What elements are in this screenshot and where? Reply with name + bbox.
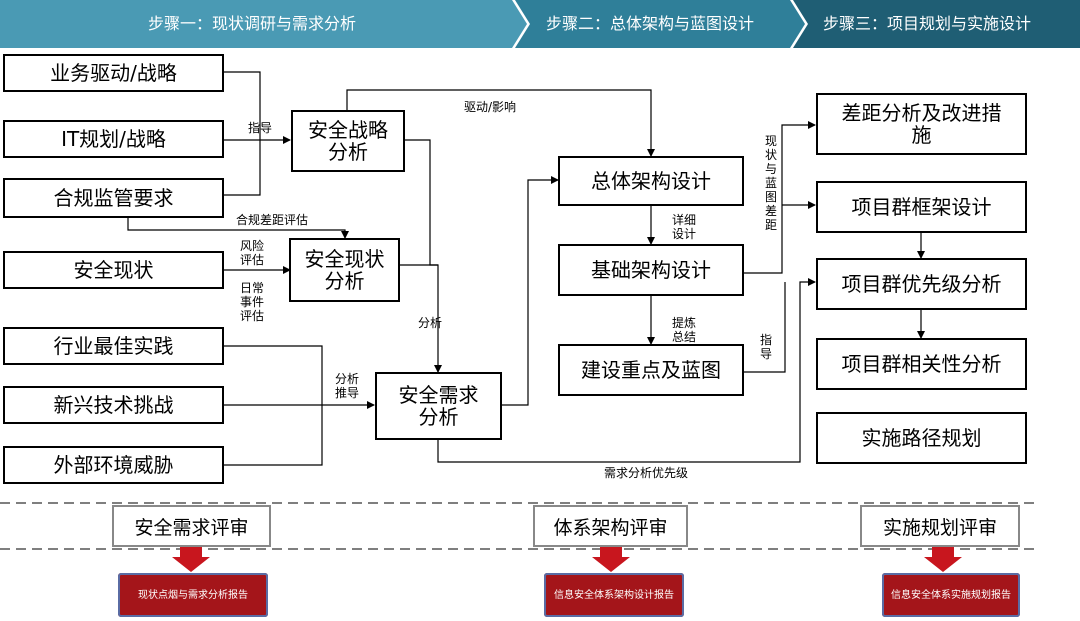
label-risk-assessment: 风险评估 [240, 239, 265, 267]
label-incident-assessment: 日常事件评估 [240, 281, 265, 323]
program-priority-box: 项目群优先级分析 [816, 258, 1027, 310]
input-security-status: 安全现状 [3, 251, 224, 289]
input-compliance: 合规监管要求 [3, 178, 224, 218]
status-analysis-box: 安全现状分析 [289, 238, 400, 302]
label-status-blueprint-gap: 现状与蓝图差距 [764, 134, 777, 232]
input-best-practice: 行业最佳实践 [3, 327, 224, 365]
label-drive: 驱动/影响 [464, 100, 517, 114]
report-architecture: 信息安全体系架构设计报告 [544, 573, 684, 617]
input-emerging-tech: 新兴技术挑战 [3, 386, 224, 424]
label-demand-priority: 需求分析优先级 [604, 466, 689, 480]
review-implementation: 实施规划评审 [860, 505, 1020, 547]
label-analysis-guide: 分析推导 [335, 372, 360, 400]
step-3-label: 步骤三：项目规划与实施设计 [823, 14, 1032, 33]
label-guide-2: 指导 [759, 333, 772, 361]
program-correlation-box: 项目群相关性分析 [816, 338, 1027, 390]
red-arrow-3 [924, 547, 962, 572]
step-3-chevron [793, 0, 1080, 48]
input-it-strategy: IT规划/战略 [3, 120, 224, 158]
gap-analysis-box: 差距分析及改进措施 [816, 93, 1027, 155]
step-2-label: 步骤二：总体架构与蓝图设计 [546, 14, 755, 33]
red-arrow-1 [172, 547, 210, 572]
implementation-path-box: 实施路径规划 [816, 412, 1027, 464]
basic-architecture-box: 基础架构设计 [558, 244, 744, 296]
label-guide: 指导 [248, 121, 273, 135]
review-architecture: 体系架构评审 [533, 505, 688, 547]
report-demand-analysis: 现状点烟与需求分析报告 [118, 573, 268, 617]
label-detail-design: 详细设计 [672, 213, 697, 241]
strategy-analysis-box: 安全战略分析 [291, 110, 405, 172]
step-2-chevron [515, 0, 805, 48]
focus-blueprint-box: 建设重点及蓝图 [558, 344, 744, 396]
label-compliance-gap: 合规差距评估 [236, 213, 309, 227]
report-implementation: 信息安全体系实施规划报告 [882, 573, 1020, 617]
label-analysis: 分析 [418, 316, 443, 330]
demand-analysis-box: 安全需求分析 [375, 372, 502, 440]
review-security-demand: 安全需求评审 [112, 505, 271, 547]
overall-architecture-box: 总体架构设计 [558, 156, 744, 206]
input-external-threat: 外部环境威胁 [3, 446, 224, 484]
step-1-chevron [0, 0, 527, 48]
step-1-label: 步骤一：现状调研与需求分析 [148, 14, 357, 33]
input-business-strategy: 业务驱动/战略 [3, 54, 224, 92]
program-framework-box: 项目群框架设计 [816, 181, 1027, 233]
red-arrow-2 [592, 547, 630, 572]
label-refine-summary: 提炼总结 [672, 316, 697, 344]
